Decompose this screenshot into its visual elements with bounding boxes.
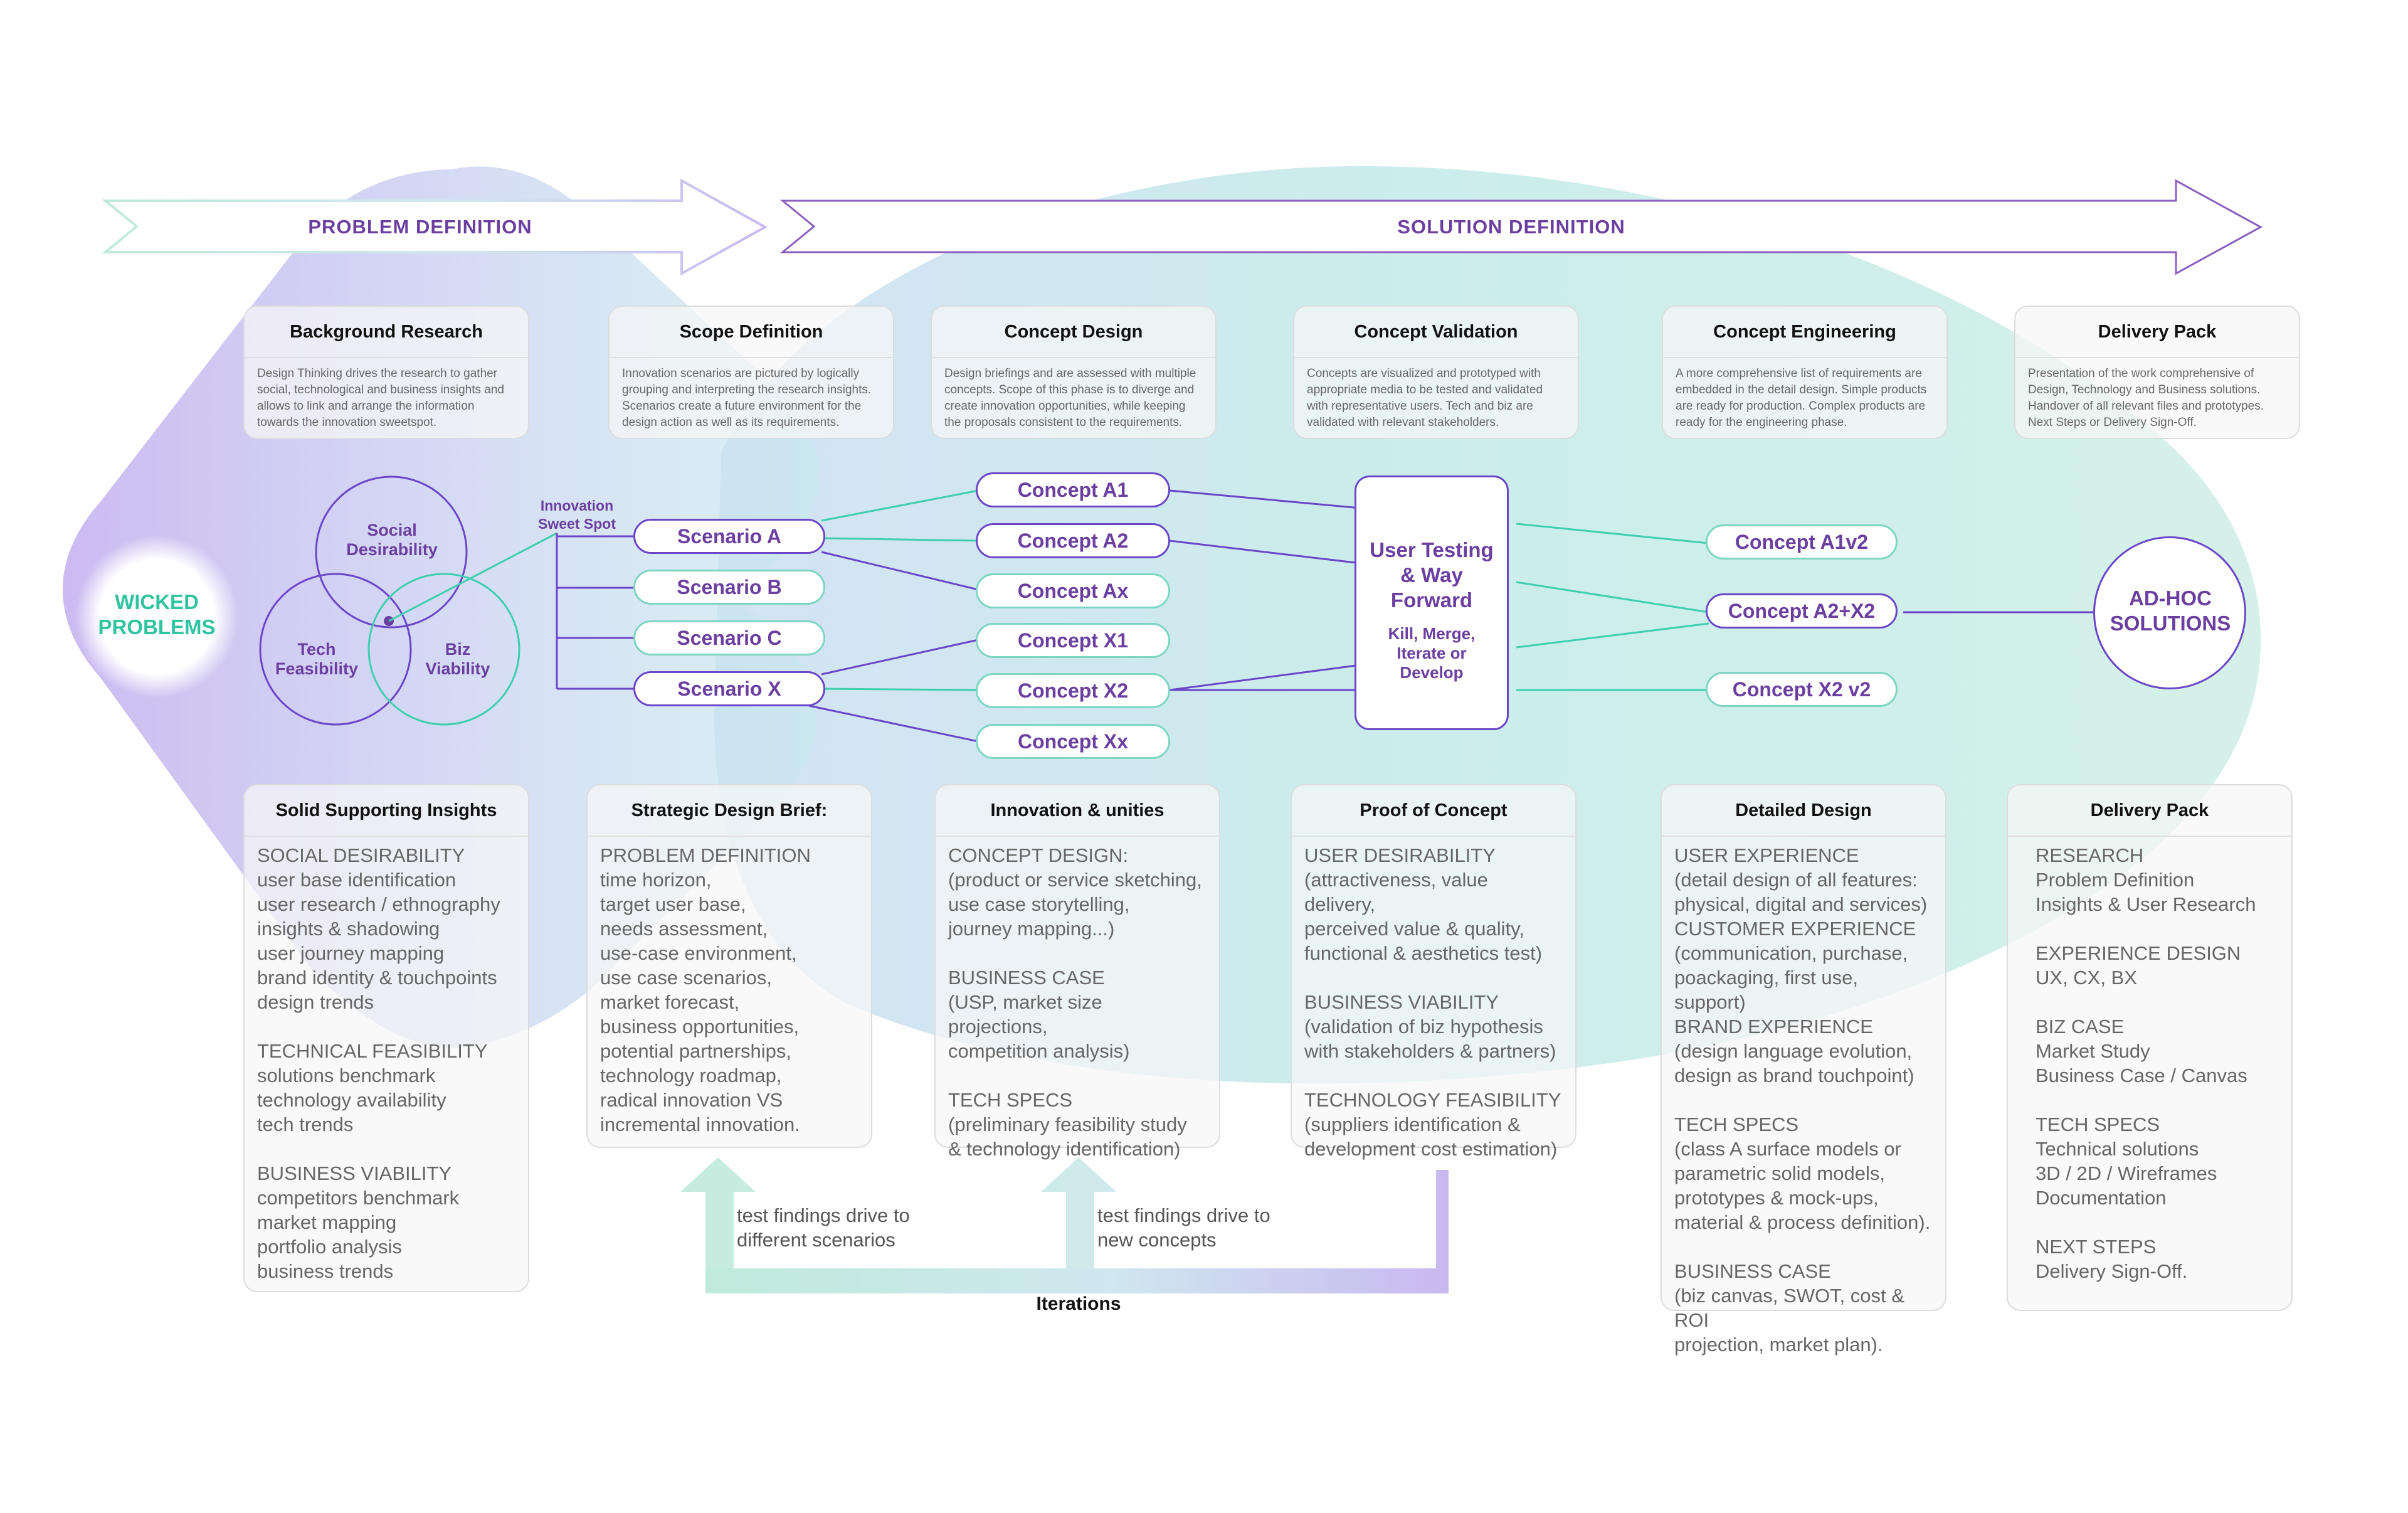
concept-x2v2-pill: Concept X2 v2 [1706,672,1898,707]
card-description: Design briefings and are assessed with m… [944,367,1196,429]
card-title: Scope Definition [610,307,893,358]
concept-x1-pill: Concept X1 [976,623,1170,658]
concept-x2-pill: Concept X2 [976,673,1170,708]
card-proof-of-concept: Proof of Concept USER DESIRABILITY (attr… [1291,784,1576,1160]
card-body: PROBLEM DEFINITION time horizon, target … [600,844,811,1135]
concept-a2-pill: Concept A2 [976,523,1170,558]
user-testing-title: User Testing & Way Forward [1370,538,1494,612]
venn-social-desirability: Social Desirability [346,521,438,559]
innovation-sweet-spot-label: Innovation Sweet Spot [538,497,616,532]
iterations-label: Iterations [1036,1293,1121,1314]
card-title: Delivery Pack [2008,785,2291,837]
card-concept-validation: Concept Validation Concepts are visualiz… [1293,305,1579,439]
concept-xx-pill: Concept Xx [976,724,1170,759]
card-scope-definition: Scope Definition Innovation scenarios ar… [608,305,894,439]
card-delivery-pack-bottom: Delivery Pack RESEARCH Problem Definitio… [2007,784,2293,1311]
card-concept-design: Concept Design Design briefings and are … [931,305,1217,439]
user-testing-subtitle: Kill, Merge, Iterate or Develop [1388,624,1476,682]
card-body: SOCIAL DESIRABILITY user base identifica… [257,844,500,1282]
ad-hoc-solutions-circle: AD-HOC SOLUTIONS [2093,536,2246,689]
scenario-x-pill: Scenario X [633,671,825,706]
card-body: USER EXPERIENCE (detail design of all fe… [1674,844,1931,1356]
ad-hoc-solutions-label: AD-HOC SOLUTIONS [2110,587,2231,635]
card-delivery-pack-top: Delivery Pack Presentation of the work c… [2014,305,2300,439]
card-detailed-design: Detailed Design USER EXPERIENCE (detail … [1661,784,1946,1356]
card-solid-supporting-insights: Solid Supporting Insights SOCIAL DESIRAB… [243,784,529,1292]
card-title: Concept Design [932,307,1215,358]
card-description: A more comprehensive list of requirement… [1676,367,1927,429]
card-description: Innovation scenarios are pictured by log… [622,367,872,429]
card-title: Proof of Concept [1292,785,1575,837]
card-strategic-design-brief: Strategic Design Brief: PROBLEM DEFINITI… [586,784,872,1148]
card-title: Strategic Design Brief: [588,785,871,837]
card-body: CONCEPT DESIGN: (product or service sket… [948,844,1202,1160]
concept-a1v2-pill: Concept A1v2 [1706,524,1898,560]
concept-ax-pill: Concept Ax [976,573,1170,608]
card-innovation-opportunities: Innovation & unities CONCEPT DESIGN: (pr… [934,784,1220,1160]
concept-a2x2-pill: Concept A2+X2 [1706,593,1898,629]
scenario-a-pill: Scenario A [633,519,825,554]
venn-tech-feasibility: Tech Feasibility [275,640,359,678]
card-title: Concept Validation [1294,307,1578,358]
card-title: Innovation & unities [936,785,1219,837]
card-description: Design Thinking drives the research to g… [257,367,504,429]
iteration-note-concepts: test findings drive to new concepts [1097,1204,1270,1251]
user-testing-box: User Testing & Way Forward Kill, Merge, … [1354,475,1509,730]
card-title: Solid Supporting Insights [245,785,528,837]
scenario-b-pill: Scenario B [633,570,825,605]
card-title: Background Research [245,307,528,358]
card-background-research: Background Research Design Thinking driv… [243,305,529,439]
card-description: Concepts are visualized and prototyped w… [1307,367,1543,429]
problem-definition-label: PROBLEM DEFINITION [308,216,532,238]
wicked-problems-label: WICKED PROBLEMS [98,590,216,639]
card-title: Concept Engineering [1663,307,1946,358]
card-body: USER DESIRABILITY (attractiveness, value… [1304,844,1561,1160]
card-title: Detailed Design [1662,785,1945,837]
concept-a1-pill: Concept A1 [976,472,1170,507]
card-concept-engineering: Concept Engineering A more comprehensive… [1662,305,1948,439]
iteration-note-scenarios: test findings drive to different scenari… [737,1204,910,1251]
card-body: RESEARCH Problem Definition Insights & U… [2036,844,2256,1282]
scenario-c-pill: Scenario C [633,620,825,656]
solution-definition-label: SOLUTION DEFINITION [1397,216,1625,238]
card-title: Delivery Pack [2015,307,2299,358]
venn-biz-viability: Biz Viability [425,640,490,678]
card-description: Presentation of the work comprehensive o… [2028,367,2264,429]
